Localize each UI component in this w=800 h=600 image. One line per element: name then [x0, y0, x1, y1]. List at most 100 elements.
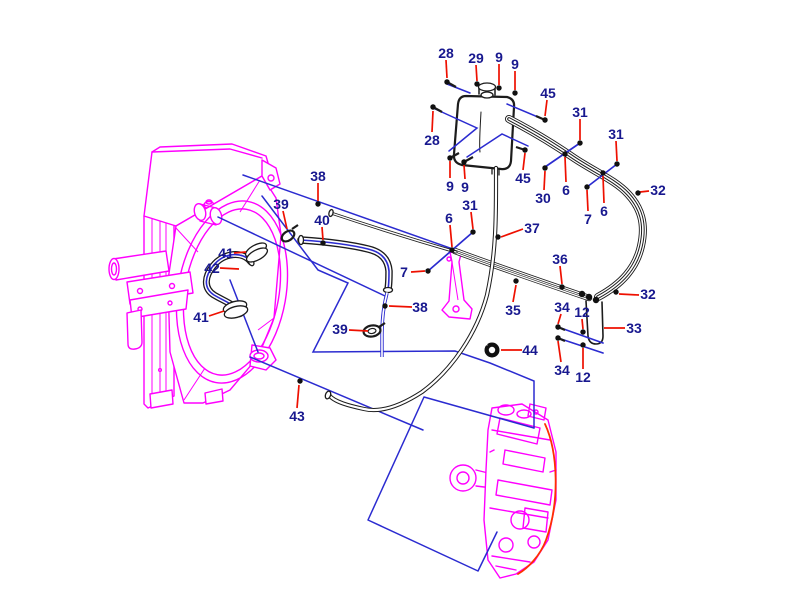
leader-line-7: [586, 189, 589, 212]
leader-dot-9: [496, 85, 502, 91]
radiator-foot-left: [149, 389, 174, 409]
part-number-label: 9: [495, 49, 503, 65]
part-number-label: 29: [468, 50, 484, 66]
leader-dot-31: [470, 229, 476, 235]
leader-line-34: [557, 313, 562, 325]
part-number-label: 39: [273, 196, 289, 212]
part-number-label: 7: [584, 211, 592, 227]
leader-dot-37: [495, 234, 501, 240]
radiator-foot-right: [204, 388, 224, 405]
part-number-label: 43: [289, 408, 305, 424]
part-number-label: 36: [552, 251, 568, 267]
tank-cap: [477, 82, 497, 99]
part-number-label: 41: [193, 309, 209, 325]
part-number-label: 41: [218, 245, 234, 261]
leader-line-39: [282, 210, 288, 230]
align-polyline-mid: [261, 195, 535, 429]
rivet: [158, 368, 162, 372]
leader-dot-43: [297, 378, 303, 384]
overflow-tube-37: [324, 168, 496, 410]
align-line-upper-port: [217, 216, 386, 297]
part-number-label: 40: [314, 212, 330, 228]
leader-line-32: [639, 190, 650, 193]
clamp-41-upper: [244, 242, 269, 263]
leader-dot-32: [635, 190, 641, 196]
leader-line-42: [219, 267, 240, 270]
radiator-top-edge: [151, 148, 263, 159]
leader-dot-12: [580, 329, 586, 335]
leader-line-37: [500, 228, 524, 238]
hose-junction: [578, 290, 600, 304]
bracket-hose-bundle: [455, 251, 589, 298]
engine-red-edge: [517, 423, 557, 575]
leader-line-38: [388, 305, 413, 308]
leader-dot-7: [425, 268, 431, 274]
expansion-tank: [452, 82, 516, 176]
upper-ear-hole: [267, 174, 275, 182]
bracket-pin: [126, 309, 143, 350]
leader-dot-9: [461, 159, 467, 165]
radiator-assembly: [108, 143, 289, 409]
part-number-label: 31: [608, 126, 624, 142]
part-number-label: 45: [540, 85, 556, 101]
leader-line-31: [470, 211, 474, 230]
leader-dot-31: [577, 140, 583, 146]
part-number-label: 12: [574, 304, 590, 320]
tank-bottom-stub: [491, 167, 500, 176]
engine-details: [489, 403, 557, 571]
leader-line-34: [557, 340, 562, 363]
part-number-label: 33: [626, 320, 642, 336]
part-number-label: 34: [554, 299, 570, 315]
leader-line-28: [445, 59, 448, 79]
part-number-label: 42: [204, 260, 220, 276]
part-number-label: 32: [640, 286, 656, 302]
leader-line-6: [449, 224, 453, 248]
leader-dot-35: [513, 278, 519, 284]
part-number-label: 45: [515, 170, 531, 186]
leader-dot-6: [562, 151, 568, 157]
leader-dot-9: [447, 155, 453, 161]
engine-fan-assembly: [449, 403, 557, 579]
small-tube-38-upper: [328, 208, 458, 254]
leader-line-30: [543, 170, 546, 191]
fasteners: [222, 79, 618, 358]
upper-inlet-port: [193, 202, 223, 226]
leader-dot-45: [542, 117, 548, 123]
leader-dot-36: [559, 284, 565, 290]
leader-dot-9: [512, 90, 518, 96]
part-number-label: 7: [400, 264, 408, 280]
leader-line-36: [559, 265, 563, 285]
leader-dot-29: [474, 81, 480, 87]
tank-body: [452, 94, 516, 171]
leader-line-39: [348, 329, 369, 332]
part-number-label: 38: [310, 168, 326, 184]
grommet-44: [483, 341, 500, 358]
leader-dot-40: [320, 240, 326, 246]
filler-cap: [205, 199, 213, 205]
leader-line-45: [522, 152, 526, 171]
hose-bracket: [441, 251, 473, 320]
leader-dot-32: [613, 289, 619, 295]
part-number-label: 6: [562, 182, 570, 198]
shroud-braces: [169, 179, 275, 401]
tank-seam: [479, 111, 482, 153]
part-number-label: 9: [511, 56, 519, 72]
leader-line-45: [544, 99, 548, 117]
part-number-label: 6: [445, 210, 453, 226]
leader-line-41: [233, 251, 247, 254]
part-number-label: 38: [412, 299, 428, 315]
part-number-label: 31: [572, 104, 588, 120]
leader-dot-31: [614, 161, 620, 167]
part-number-label: 30: [535, 190, 551, 206]
left-pipe: [108, 250, 170, 281]
part-number-label: 28: [438, 45, 454, 61]
leader-line-32: [618, 293, 640, 296]
clamp-39-lower: [362, 322, 386, 338]
leader-line-40: [321, 226, 324, 241]
leader-dot-6: [600, 170, 606, 176]
fan-hub-center: [456, 471, 470, 485]
leader-dot-38: [382, 303, 388, 309]
hose-40: [299, 234, 394, 294]
